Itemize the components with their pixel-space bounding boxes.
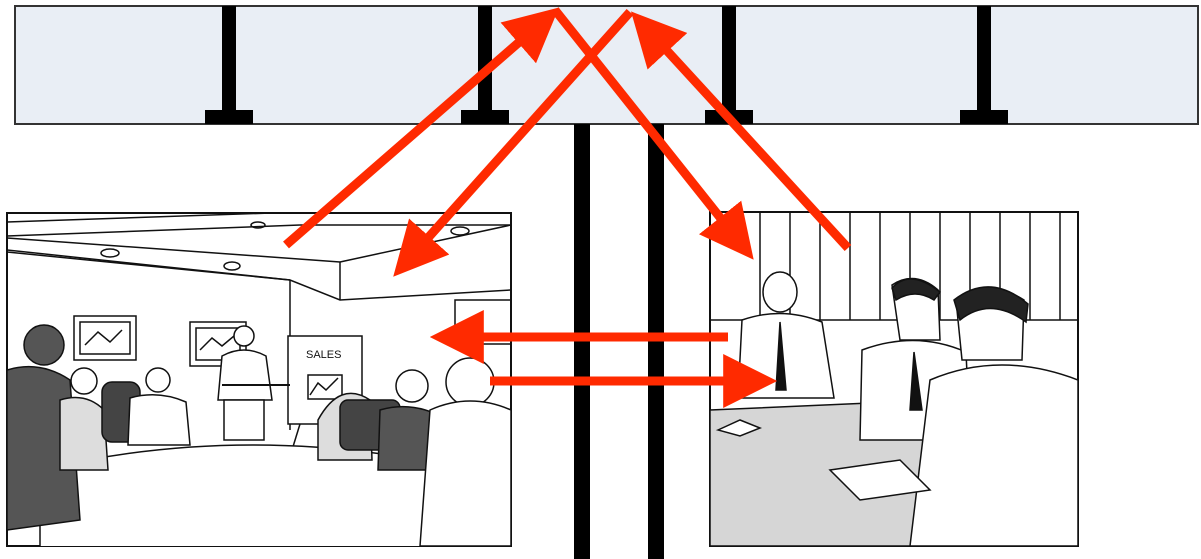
sales-board-label: SALES (306, 349, 341, 361)
seated-person (909, 286, 1078, 546)
seated-person (59, 367, 109, 471)
seated-person (419, 357, 511, 546)
left-meeting-room-scene: SALES (6, 212, 512, 547)
ceiling-bar (14, 5, 1199, 125)
ceiling-bracket (960, 6, 1008, 124)
seated-person (127, 367, 191, 446)
arrow-right-room-up (630, 11, 852, 252)
signal-arrows (283, 7, 852, 408)
ceiling-bracket (205, 6, 253, 124)
arrow-left-room-up (283, 7, 560, 249)
ceiling-bracket (461, 6, 509, 124)
right-meeting-room-scene (709, 211, 1079, 547)
arrow-bar-to-right-room (551, 7, 754, 260)
